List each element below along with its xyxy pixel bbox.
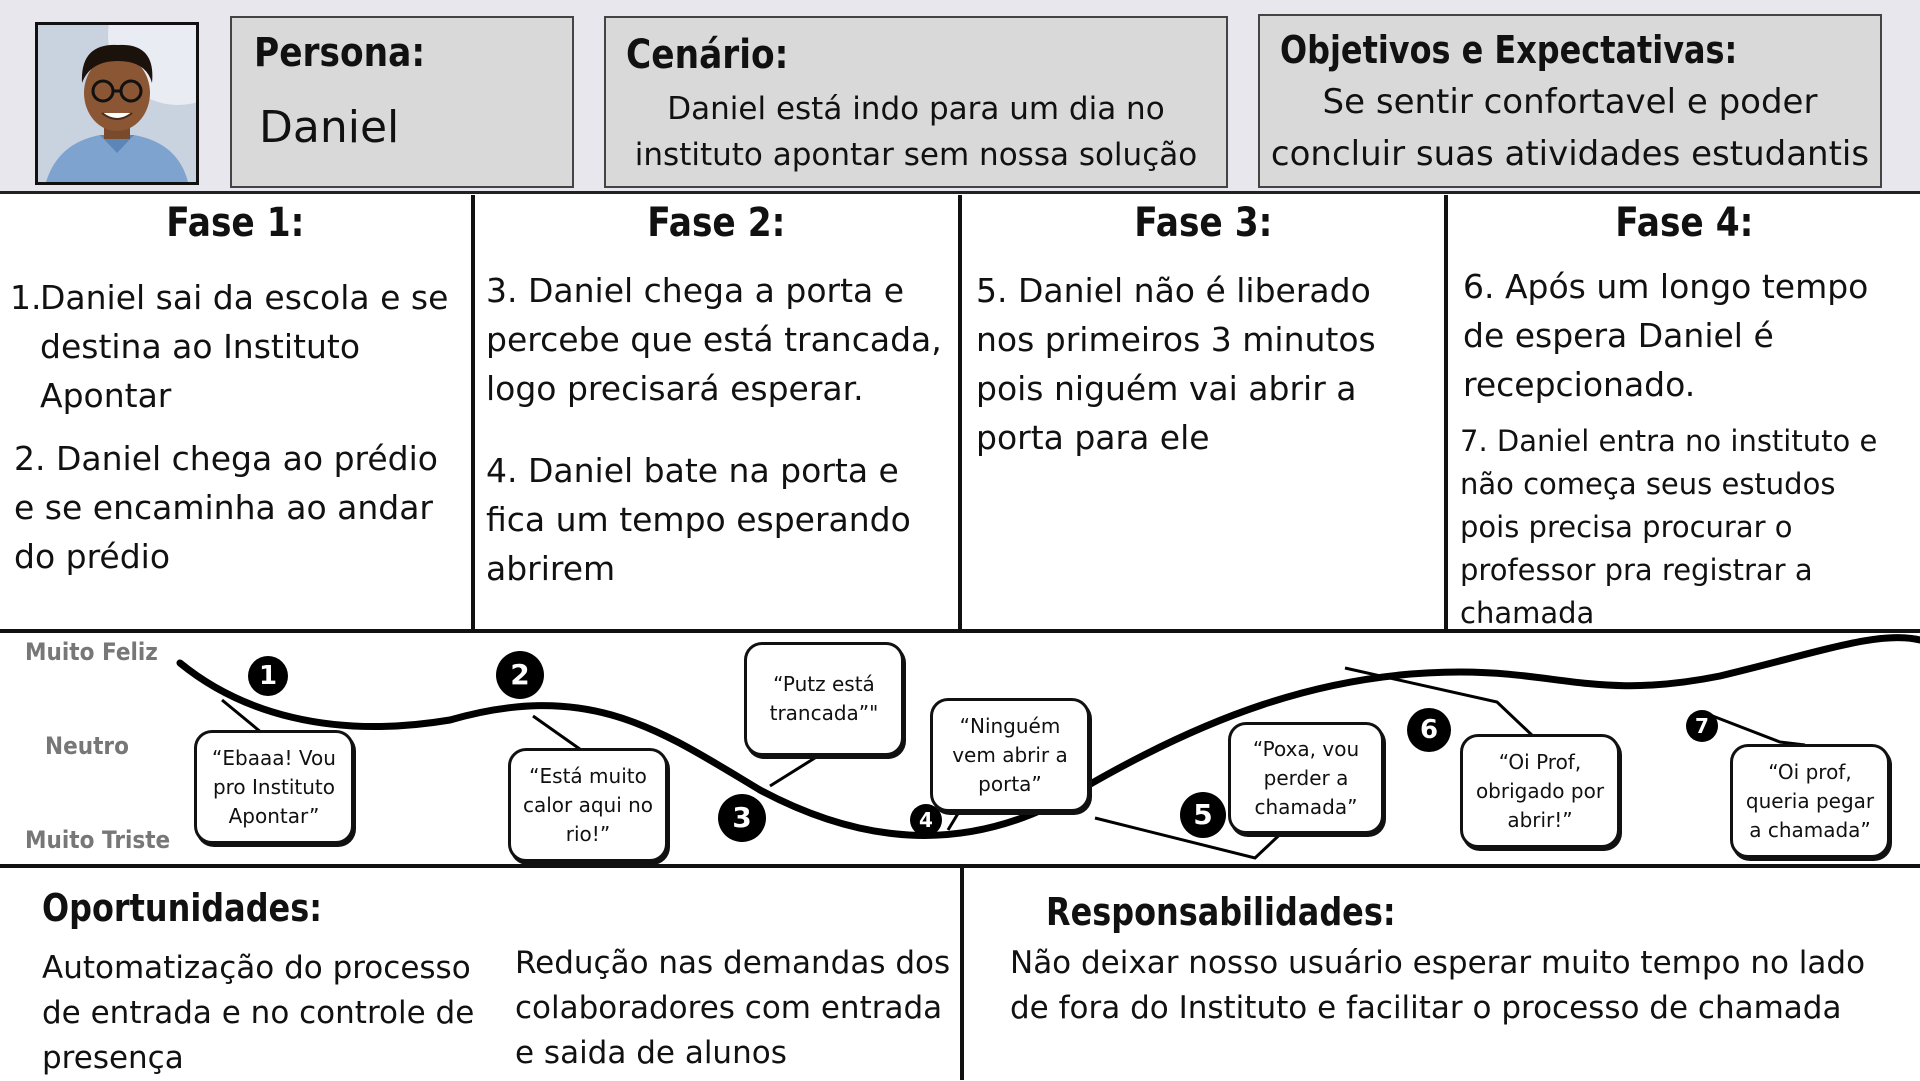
persona-name: Daniel	[259, 102, 400, 153]
step-marker: 6	[1407, 708, 1451, 752]
responsabilidades-label: Responsabilidades:	[1046, 890, 1396, 934]
cenario-label: Cenário:	[626, 32, 789, 78]
cenario-text: Daniel está indo para um dia no institut…	[606, 86, 1226, 178]
step-marker: 4	[910, 804, 942, 836]
oportunidades-col-1: Automatização do processo de entrada e n…	[42, 950, 475, 1076]
oportunidades-label: Oportunidades:	[42, 886, 322, 930]
phases-bottom-rule	[0, 629, 1920, 633]
bubble-tail	[532, 714, 612, 754]
persona-box: Persona: Daniel	[230, 16, 574, 188]
step-marker: 2	[496, 651, 544, 699]
cenario-text-line: instituto apontar sem nossa solução	[634, 137, 1198, 173]
objetivos-text: Se sentir confortavel e poder concluir s…	[1260, 76, 1880, 180]
step-marker: 3	[718, 794, 766, 842]
persona-photo	[35, 22, 199, 185]
phase-divider	[958, 195, 962, 630]
phase-1-title: Fase 1:	[166, 200, 305, 246]
phase-2-title: Fase 2:	[647, 200, 786, 246]
objetivos-box: Objetivos e Expectativas: Se sentir conf…	[1258, 14, 1882, 188]
phase-4-title: Fase 4:	[1614, 200, 1754, 246]
scale-label-top: Muito Feliz	[25, 638, 158, 666]
scale-label-middle: Neutro	[45, 732, 129, 760]
cenario-text-line: Daniel está indo para um dia no	[667, 91, 1165, 127]
bubble-tail	[769, 754, 835, 788]
objetivos-text-line: concluir suas atividades estudantis	[1270, 134, 1870, 174]
bubble-tail	[1344, 666, 1537, 740]
cenario-box: Cenário: Daniel está indo para um dia no…	[604, 16, 1228, 188]
phase-2-step-3: 3. Daniel chega a porta e percebe que es…	[486, 271, 942, 408]
objetivos-label: Objetivos e Expectativas:	[1280, 28, 1738, 72]
phase-1-step-2: 2. Daniel chega ao prédio e se encaminha…	[14, 439, 438, 576]
bottom-divider	[960, 866, 964, 1080]
phase-4-step-6: 6. Após um longo tempo de espera Daniel …	[1463, 267, 1869, 404]
step-marker: 7	[1686, 710, 1718, 742]
phase-4-step-7: 7. Daniel entra no instituto e não começ…	[1460, 424, 1878, 630]
step-marker: 5	[1180, 792, 1226, 838]
phase-2-step-4: 4. Daniel bate na porta e fica um tempo …	[486, 451, 911, 588]
persona-avatar-icon	[38, 25, 196, 182]
scale-label-bottom: Muito Triste	[25, 826, 171, 854]
persona-label: Persona:	[254, 30, 426, 76]
phase-3-title: Fase 3:	[1133, 200, 1273, 246]
step-marker: 1	[248, 656, 288, 696]
bubble-tail	[1709, 713, 1806, 747]
phase-divider	[1444, 195, 1448, 630]
phase-3-step-5: 5. Daniel não é liberado nos primeiros 3…	[976, 271, 1376, 457]
phase-1-step-1: 1. Daniel sai da escola e se destina ao …	[10, 278, 449, 415]
responsabilidades-text: Não deixar nosso usuário esperar muito t…	[1010, 945, 1866, 1026]
objetivos-text-line: Se sentir confortavel e poder	[1322, 82, 1818, 122]
oportunidades-col-2: Redução nas demandas dos colaboradores c…	[515, 945, 951, 1071]
bubble-tail	[1094, 816, 1292, 860]
phase-divider	[471, 195, 475, 630]
